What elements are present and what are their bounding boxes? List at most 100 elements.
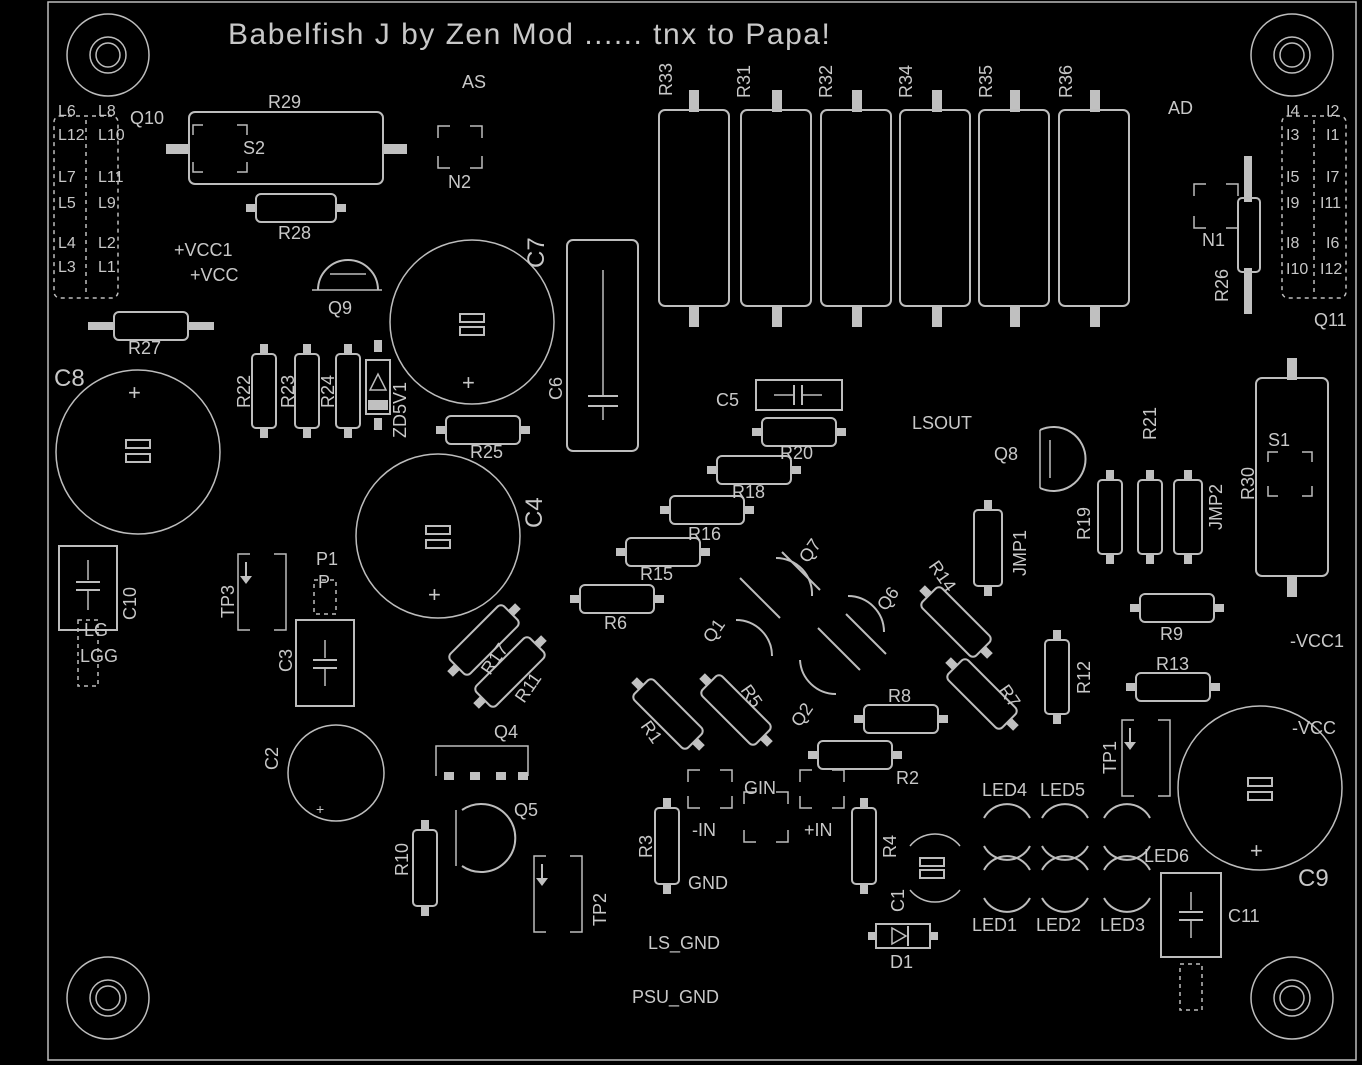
label-r4: R4: [880, 835, 900, 858]
resistor-r20: [752, 417, 846, 447]
label-s2: S2: [243, 138, 265, 158]
label-led1: LED1: [972, 915, 1017, 935]
label-r5: R5: [737, 681, 767, 711]
p1-pads: [313, 579, 337, 615]
label-l2: L2: [98, 235, 116, 252]
transistor-q1: [735, 577, 781, 657]
label-l3: L3: [58, 259, 76, 276]
label-r26: R26: [1212, 269, 1232, 302]
resistor-r13: [1126, 672, 1220, 702]
capacitor-c9: +: [1177, 705, 1343, 871]
label-n1: N1: [1202, 230, 1225, 250]
label-i12: I12: [1320, 261, 1342, 278]
label-l10: L10: [98, 127, 125, 144]
label-r23: R23: [278, 375, 298, 408]
label-c1: C1: [888, 889, 908, 912]
label-r36: R36: [1056, 65, 1076, 98]
capacitor-c2: +: [287, 724, 385, 822]
board-outline: [47, 1, 1357, 1061]
resistor-r23: [294, 344, 320, 438]
zener-zd5v1: [365, 340, 391, 430]
resistor-r16: [660, 495, 754, 525]
label-r33: R33: [656, 63, 676, 96]
resistor-r33: [658, 90, 730, 327]
label-c6: C6: [546, 377, 566, 400]
resistor-r30: [1255, 358, 1329, 597]
resistor-r4: [851, 798, 877, 894]
label-l6: L6: [58, 103, 76, 120]
led-2: [1041, 855, 1089, 913]
label-i4: I4: [1286, 103, 1299, 120]
label-q7: Q7: [795, 535, 825, 566]
resistor-r27: [88, 311, 214, 341]
testpoint-tp2: [533, 855, 583, 933]
capacitor-c3: [295, 619, 355, 707]
resistor-r5: [699, 673, 773, 747]
capacitor-c4: +: [355, 453, 521, 619]
resistor-r9: [1130, 593, 1224, 623]
label-r29: R29: [268, 92, 301, 112]
label-r14: R14: [925, 557, 960, 596]
resistor-r21: [1137, 470, 1163, 564]
resistor-r15: [616, 537, 710, 567]
terminal-in-plus: [799, 769, 845, 809]
resistor-r32: [820, 90, 892, 327]
label-l7: L7: [58, 169, 76, 186]
label-i2: I2: [1326, 103, 1339, 120]
label-l4: L4: [58, 235, 76, 252]
label-jmp1: JMP1: [1010, 530, 1030, 576]
label-led2: LED2: [1036, 915, 1081, 935]
label-vcc1-plus: +VCC1: [174, 240, 233, 260]
resistor-r24: [335, 344, 361, 438]
label-q1: Q1: [699, 615, 729, 646]
capacitor-c6: [566, 239, 639, 452]
label-q5: Q5: [514, 800, 538, 820]
led-4: [983, 803, 1031, 861]
label-q9: Q9: [328, 298, 352, 318]
resistor-r3: [654, 798, 680, 894]
resistor-r19: [1097, 470, 1123, 564]
label-lg: LG: [84, 620, 108, 640]
label-jmp2: JMP2: [1206, 484, 1226, 530]
resistor-r10: [412, 820, 438, 916]
led-1: [983, 855, 1031, 913]
label-vcc-plus: +VCC: [190, 265, 239, 285]
label-led3: LED3: [1100, 915, 1145, 935]
capacitor-c1: [909, 833, 961, 903]
label-p: P: [318, 572, 330, 592]
label-ad: AD: [1168, 98, 1193, 118]
label-i8: I8: [1286, 235, 1299, 252]
resistor-r2: [808, 740, 902, 770]
label-tp1: TP1: [1100, 741, 1120, 774]
resistor-r31: [740, 90, 812, 327]
label-i10: I10: [1286, 261, 1308, 278]
label-i11: I11: [1320, 195, 1341, 212]
resistor-r28: [246, 193, 346, 223]
n1-outline: [1193, 183, 1239, 229]
label-l1: L1: [98, 259, 116, 276]
resistor-r18: [707, 455, 801, 485]
label-vcc1-minus: -VCC1: [1290, 631, 1344, 651]
svg-text:+: +: [128, 380, 141, 405]
label-l11: L11: [98, 169, 124, 186]
label-tp2: TP2: [590, 893, 610, 926]
transistor-q9: [312, 259, 382, 291]
transistor-q8: [1039, 426, 1087, 492]
label-i6: I6: [1326, 235, 1339, 252]
svg-text:+: +: [316, 801, 324, 817]
label-l12: L12: [58, 127, 85, 144]
resistor-r22: [251, 344, 277, 438]
label-s1: S1: [1268, 430, 1290, 450]
led-5: [1041, 803, 1089, 861]
label-r6: R6: [604, 613, 627, 633]
label-p1: P1: [316, 549, 338, 569]
label-led6: LED6: [1144, 846, 1189, 866]
label-r22: R22: [234, 375, 254, 408]
label-led5: LED5: [1040, 780, 1085, 800]
label-q4: Q4: [494, 722, 518, 742]
label-vcc-minus: -VCC: [1292, 718, 1336, 738]
capacitor-c7: +: [389, 239, 555, 405]
connector-right: [1281, 115, 1347, 299]
c11-pads: [1179, 963, 1203, 1011]
label-ls-gnd: LS_GND: [648, 933, 720, 954]
